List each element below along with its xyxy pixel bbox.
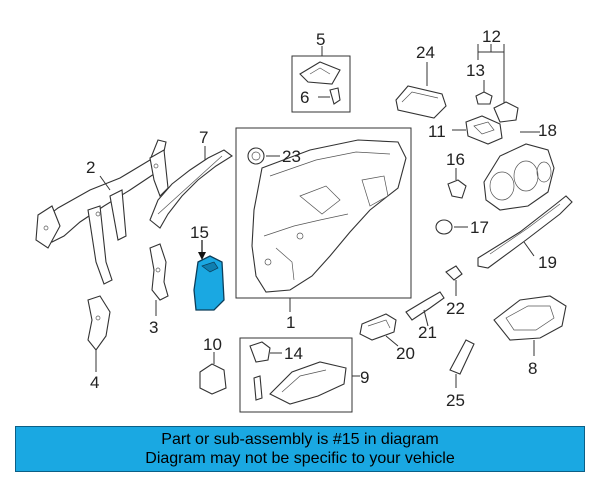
part-11-bracket [452, 115, 503, 145]
part-16-clip [447, 168, 467, 199]
callout-9: 9 [360, 368, 369, 387]
callout-13: 13 [466, 61, 485, 80]
callout-2: 2 [86, 158, 95, 177]
part-23-knob [247, 147, 280, 165]
part-2-cross-car-beam [35, 139, 169, 285]
banner-line-2: Diagram may not be specific to your vehi… [145, 450, 455, 467]
part-4-bracket [87, 295, 111, 372]
callout-1: 1 [286, 313, 295, 332]
callout-8: 8 [528, 359, 537, 378]
callout-3: 3 [149, 318, 158, 337]
callout-23: 23 [282, 147, 301, 166]
part-12-13-switches [475, 44, 519, 123]
callout-24: 24 [416, 43, 435, 62]
callout-21: 21 [418, 323, 437, 342]
part-20-tray [359, 313, 399, 347]
callout-10: 10 [203, 335, 222, 354]
callout-18: 18 [538, 121, 557, 140]
part-19-trim-bar [477, 195, 573, 269]
callout-22: 22 [446, 299, 465, 318]
part-8-side-panel [493, 295, 567, 356]
callout-20: 20 [396, 344, 415, 363]
callout-15: 15 [190, 223, 209, 242]
callout-14: 14 [284, 344, 303, 363]
part-1-instrument-panel [235, 127, 412, 312]
part-24-module [395, 62, 447, 119]
callout-12: 12 [482, 27, 501, 46]
part-25-bracket [449, 339, 475, 388]
callout-17: 17 [470, 218, 489, 237]
part-18-instrument-cluster [483, 131, 555, 211]
part-22-clip [445, 265, 463, 296]
part-9-14-group [239, 337, 360, 413]
part-7-trim-strip [149, 146, 233, 229]
callout-19: 19 [538, 253, 557, 272]
info-banner: Part or sub-assembly is #15 in diagram D… [15, 426, 585, 472]
callout-5: 5 [316, 30, 325, 49]
callout-16: 16 [446, 150, 465, 169]
part-5-6-group [291, 46, 351, 113]
part-21-bracket [405, 291, 445, 327]
callout-6: 6 [300, 88, 309, 107]
part-15-knee-panel-highlighted [193, 240, 225, 311]
callout-4: 4 [90, 373, 99, 392]
part-10-bracket [199, 352, 227, 395]
banner-line-1: Part or sub-assembly is #15 in diagram [161, 431, 439, 448]
part-3-bracket [149, 243, 169, 316]
callout-7: 7 [199, 128, 208, 147]
part-17-cap [435, 219, 468, 235]
callout-25: 25 [446, 391, 465, 410]
callout-11: 11 [428, 122, 446, 141]
